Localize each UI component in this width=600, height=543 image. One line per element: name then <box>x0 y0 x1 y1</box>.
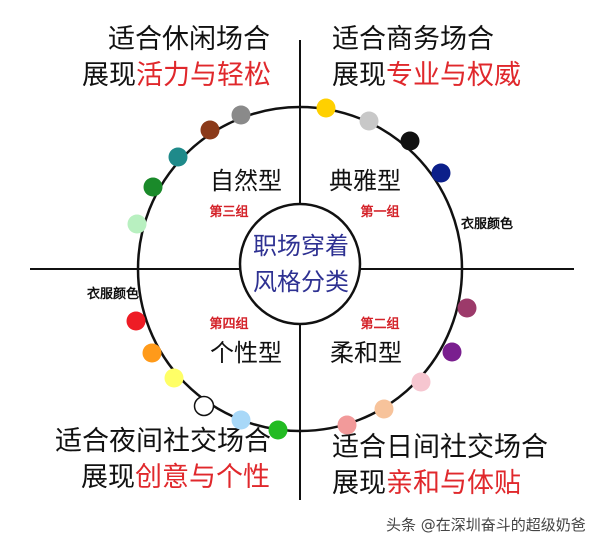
group-label-fourth: 第四组 <box>209 316 248 332</box>
top-right-expression-highlight: 专业与权威 <box>386 60 521 91</box>
outer-ring <box>136 105 464 433</box>
swatches-right-dot <box>442 342 462 362</box>
bottom-right-expression-prefix: 展现 <box>332 468 386 499</box>
top-right-occasion: 适合商务场合 <box>332 24 494 55</box>
swatches-top-left-dot <box>143 177 163 197</box>
swatches-left-dot <box>231 410 251 430</box>
swatches-left-dot <box>142 343 162 363</box>
bottom-right-caption: 适合日间社交场合 展现亲和与体贴 <box>332 430 548 502</box>
clothing-color-label-left: 衣服颜色 <box>87 286 139 302</box>
bottom-left-caption: 适合夜间社交场合 展现创意与个性 <box>55 424 271 496</box>
group-label-second: 第二组 <box>360 316 399 332</box>
color-swatches <box>126 98 477 440</box>
watermark: 头条 @在深圳奋斗的超级奶爸 <box>386 516 586 534</box>
swatches-top-left-dot <box>200 120 220 140</box>
bottom-left-occasion: 适合夜间社交场合 <box>55 426 271 457</box>
top-left-expression-highlight: 活力与轻松 <box>136 60 271 91</box>
swatches-left-dot <box>268 420 288 440</box>
swatches-right-dot <box>374 399 394 419</box>
swatches-top-left-dot <box>127 214 147 234</box>
swatches-right-dot <box>337 415 357 435</box>
top-right-expression: 展现专业与权威 <box>332 58 521 94</box>
type-label-natural: 自然型 <box>210 167 282 195</box>
swatches-top-right-dot <box>400 131 420 151</box>
swatches-top-left-dot <box>231 105 251 125</box>
top-left-caption: 适合休闲场合 展现活力与轻松 <box>82 22 271 94</box>
swatches-top-left-dot <box>168 147 188 167</box>
bottom-right-expression-highlight: 亲和与体贴 <box>386 468 521 499</box>
clothing-color-label-right: 衣服颜色 <box>461 216 513 232</box>
group-label-third: 第三组 <box>209 204 248 220</box>
swatches-left-dot <box>164 368 184 388</box>
top-right-caption: 适合商务场合 展现专业与权威 <box>332 22 521 94</box>
type-label-soft: 柔和型 <box>330 339 402 367</box>
swatches-right-dot <box>411 372 431 392</box>
bottom-right-occasion: 适合日间社交场合 <box>332 432 548 463</box>
center-title-line2: 风格分类 <box>253 268 349 296</box>
swatches-top-right-dot <box>431 163 451 183</box>
bottom-left-expression-prefix: 展现 <box>81 462 135 493</box>
type-label-individual: 个性型 <box>210 339 282 367</box>
swatches-top-right-dot <box>359 111 379 131</box>
bottom-left-expression-highlight: 创意与个性 <box>135 462 270 493</box>
top-left-expression: 展现活力与轻松 <box>82 58 271 94</box>
top-right-expression-prefix: 展现 <box>332 60 386 91</box>
center-title-line1: 职场穿着 <box>253 232 349 260</box>
swatches-left-dot <box>193 395 215 417</box>
type-label-elegant: 典雅型 <box>329 167 401 195</box>
swatches-top-right-dot <box>316 98 336 118</box>
swatches-left-dot <box>126 311 146 331</box>
top-left-occasion: 适合休闲场合 <box>108 24 270 55</box>
top-left-expression-prefix: 展现 <box>82 60 136 91</box>
swatches-right-dot <box>457 298 477 318</box>
group-label-first: 第一组 <box>360 204 399 220</box>
bottom-left-expression: 展现创意与个性 <box>81 460 271 496</box>
center-circle <box>238 202 362 326</box>
bottom-right-expression: 展现亲和与体贴 <box>332 466 548 502</box>
